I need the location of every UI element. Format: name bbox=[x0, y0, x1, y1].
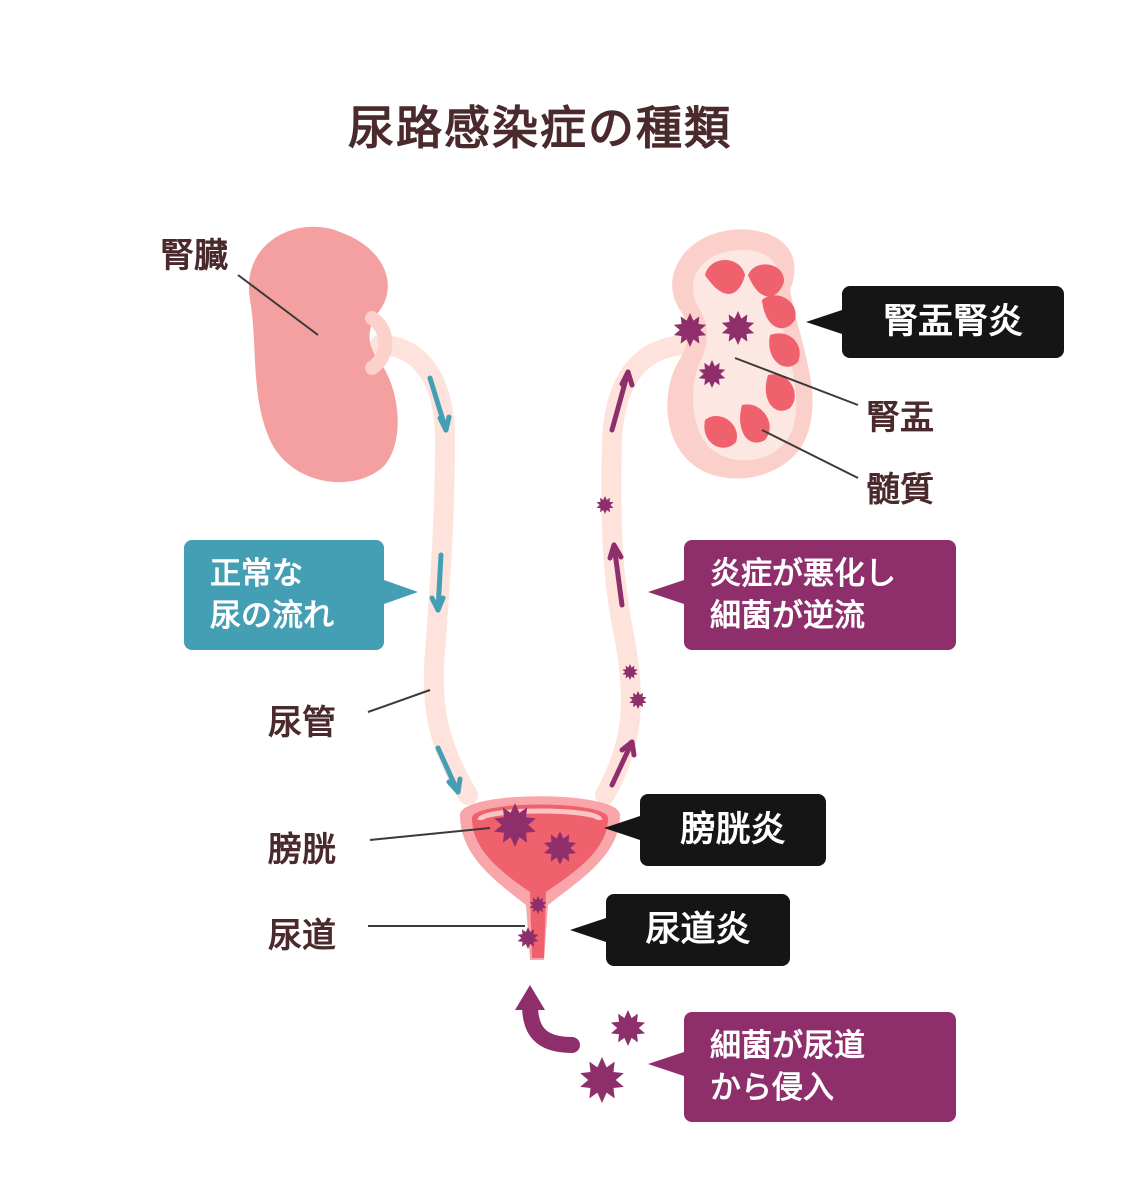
callout-reflux-line1: 炎症が悪化し bbox=[710, 556, 896, 592]
medulla-pyramid bbox=[704, 415, 738, 448]
medulla-pyramid bbox=[705, 260, 745, 294]
reflux-arrow-icon bbox=[607, 369, 637, 788]
pointer-reflux bbox=[648, 580, 684, 604]
diagram-title: 尿路感染症の種類 bbox=[348, 101, 732, 155]
callout-urethritis-text: 尿道炎 bbox=[645, 910, 751, 950]
curved-arrow-icon bbox=[515, 985, 580, 1053]
callout-entry-line1: 細菌が尿道 bbox=[710, 1028, 865, 1064]
callout-cystitis: 膀胱炎 bbox=[640, 794, 826, 866]
left-kidney bbox=[248, 226, 398, 483]
medulla-pyramid bbox=[765, 374, 795, 411]
label-ureter: 尿管 bbox=[268, 703, 336, 743]
callout-normal-flow: 正常な 尿の流れ bbox=[184, 540, 384, 650]
label-urethra: 尿道 bbox=[268, 916, 336, 956]
callout-normal-flow-line1: 正常な bbox=[210, 556, 303, 592]
callout-normal-flow-line2: 尿の流れ bbox=[210, 598, 334, 634]
pointer-entry bbox=[648, 1052, 684, 1076]
medulla-pyramid bbox=[748, 264, 785, 297]
callout-urethritis: 尿道炎 bbox=[606, 894, 790, 966]
callout-reflux: 炎症が悪化し 細菌が逆流 bbox=[684, 540, 956, 650]
medulla-pyramid bbox=[769, 333, 800, 367]
medulla-pyramid bbox=[740, 404, 770, 443]
callout-entry-line2: から侵入 bbox=[710, 1070, 834, 1106]
callout-reflux-line2: 細菌が逆流 bbox=[710, 598, 865, 634]
pointer-urethritis bbox=[570, 918, 606, 942]
pointer-normal-flow bbox=[384, 580, 418, 604]
leader-lines bbox=[237, 274, 859, 927]
callout-pyelonephritis-text: 腎盂腎炎 bbox=[882, 302, 1023, 342]
label-medulla: 髄質 bbox=[866, 470, 934, 510]
callout-entry: 細菌が尿道 から侵入 bbox=[684, 1012, 956, 1122]
label-kidney: 腎臓 bbox=[160, 236, 228, 276]
callout-cystitis-text: 膀胱炎 bbox=[680, 810, 786, 850]
callout-pyelonephritis: 腎盂腎炎 bbox=[842, 286, 1064, 358]
flow-arrow-icon bbox=[427, 375, 463, 795]
pointer-cystitis bbox=[604, 816, 640, 840]
pointer-pyelonephritis bbox=[806, 310, 842, 334]
label-bladder: 膀胱 bbox=[268, 830, 336, 870]
label-renal-pelvis: 腎盂 bbox=[866, 398, 934, 438]
medulla-pyramid bbox=[762, 295, 796, 329]
right-kidney bbox=[667, 229, 813, 479]
